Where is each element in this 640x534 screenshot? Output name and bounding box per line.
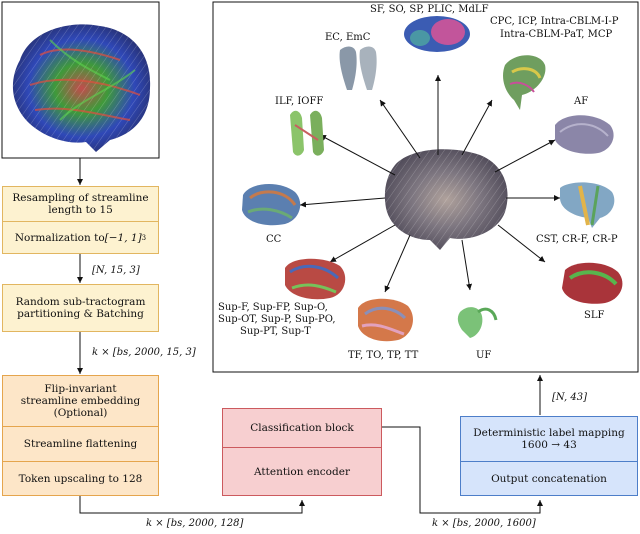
bundle-cpc-image: [503, 55, 546, 110]
bundle-sup-image: [285, 258, 346, 300]
resampling-line2: length to 15: [48, 204, 113, 216]
bundle-label-cpc-2: Intra-CBLM-PaT, MCP: [500, 29, 613, 40]
dimension-label-2: k × [bs, 2000, 15, 3]: [92, 347, 196, 358]
bundle-label-cst: CST, CR-F, CR-P: [536, 234, 618, 245]
dimension-label-5: [N, 43]: [552, 392, 587, 403]
output-concatenation-step: Output concatenation: [461, 461, 637, 496]
preprocessing-block: Resampling of streamline length to 15 No…: [2, 186, 159, 254]
classification-block: Classification block: [250, 422, 354, 434]
bundle-top-image: [404, 16, 470, 52]
flattening-step: Streamline flattening: [3, 426, 158, 461]
label-mapping-step: Deterministic label mapping 1600 → 43: [461, 417, 637, 461]
bundle-tf-image: [358, 298, 413, 342]
mapping-block: Deterministic label mapping 1600 → 43 Ou…: [460, 416, 638, 496]
bundle-label-top: SF, SO, SP, PLIC, MdLF: [370, 4, 489, 15]
normalization-power: 3: [141, 234, 147, 242]
bundle-label-ec: EC, EmC: [325, 32, 371, 43]
model-block: Classification block Attention encoder: [222, 408, 382, 496]
resampling-step: Resampling of streamline length to 15: [3, 187, 158, 221]
label-mapping-line2: 1600 → 43: [521, 439, 577, 451]
bundle-label-af: AF: [574, 96, 589, 107]
flip-invariant-line3: (Optional): [53, 407, 108, 419]
bundle-cc-image: [242, 184, 301, 226]
bundle-label-tf: TF, TO, TP, TT: [348, 350, 419, 361]
bundle-cst-image: [560, 182, 615, 228]
bundle-af-image: [555, 115, 614, 154]
partitioning-line1: Random sub-tractogram: [15, 296, 146, 308]
upscaling-step: Token upscaling to 128: [3, 461, 158, 496]
flip-invariant-line1: Flip-invariant: [44, 383, 117, 395]
bundle-label-uf: UF: [476, 350, 492, 361]
dimension-label-4: k × [bs, 2000, 1600]: [432, 518, 536, 529]
bundle-label-slf: SLF: [584, 310, 605, 321]
normalization-prefix: Normalization to: [14, 232, 105, 244]
attention-encoder: Attention encoder: [223, 447, 381, 496]
flip-invariant-line2: streamline embedding: [20, 395, 141, 407]
bundle-label-ilf: ILF, IOFF: [275, 96, 324, 107]
partitioning-block: Random sub-tractogram partitioning & Bat…: [2, 284, 159, 332]
bundle-label-sup-2: Sup-OT, Sup-P, Sup-PO,: [218, 314, 336, 325]
dimension-label-3: k × [bs, 2000, 128]: [146, 518, 244, 529]
flip-invariant-step: Flip-invariant streamline embedding (Opt…: [3, 376, 158, 426]
partitioning-line2: partitioning & Batching: [17, 308, 144, 320]
bundle-label-sup-1: Sup-F, Sup-FP, Sup-O,: [218, 302, 328, 313]
bundle-slf-image: [562, 262, 623, 304]
input-brain-image: [12, 24, 151, 152]
bundle-label-cpc-1: CPC, ICP, Intra-CBLM-I-P: [490, 16, 619, 27]
normalization-step: Normalization to [−1, 1]3: [3, 221, 158, 254]
dimension-label-1: [N, 15, 3]: [92, 265, 140, 276]
bundle-label-cc: CC: [266, 234, 282, 245]
bundle-ilf-image: [290, 110, 324, 156]
central-brain-image: [384, 149, 508, 250]
bundle-uf-image: [457, 307, 498, 338]
bundle-label-sup-3: Sup-PT, Sup-T: [240, 326, 311, 337]
embedding-block: Flip-invariant streamline embedding (Opt…: [2, 375, 159, 496]
normalization-range: [−1, 1]: [104, 232, 142, 244]
bundle-ec-image: [339, 46, 377, 90]
partitioning-step: Random sub-tractogram partitioning & Bat…: [3, 285, 158, 331]
resampling-line1: Resampling of streamline: [12, 192, 149, 204]
label-mapping-line1: Deterministic label mapping: [473, 427, 625, 439]
